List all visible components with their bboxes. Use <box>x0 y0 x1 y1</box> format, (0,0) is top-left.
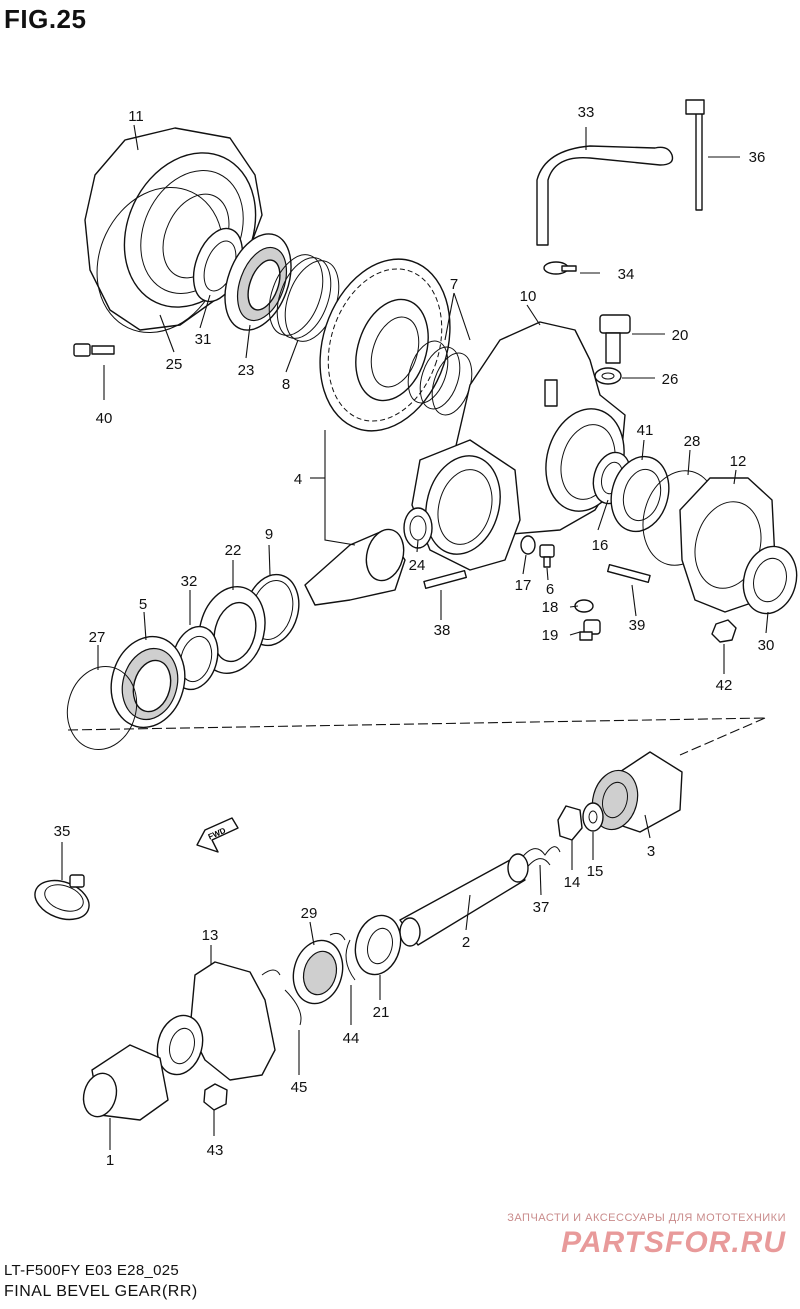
callout-37: 37 <box>533 899 550 916</box>
callout-15: 15 <box>587 863 604 880</box>
part-bolt-40 <box>73 343 115 357</box>
part-plug-19 <box>579 619 601 641</box>
callout-10: 10 <box>520 288 537 305</box>
callout-43: 43 <box>207 1142 224 1159</box>
callout-1: 1 <box>106 1152 114 1169</box>
part-seal-30 <box>742 545 798 615</box>
callout-8: 8 <box>282 376 290 393</box>
callout-41: 41 <box>637 422 654 439</box>
callout-45: 45 <box>291 1079 308 1096</box>
part-nut-43 <box>203 1083 228 1111</box>
part-hose-33 <box>536 145 674 246</box>
callout-39: 39 <box>629 617 646 634</box>
group-divider-line <box>67 717 766 731</box>
callout-32: 32 <box>181 573 198 590</box>
callout-38: 38 <box>434 622 451 639</box>
part-bearing-23 <box>224 233 292 331</box>
part-bearing-5 <box>110 635 186 729</box>
callout-26: 26 <box>662 371 679 388</box>
part-nut-14 <box>557 805 583 841</box>
callout-44: 44 <box>343 1030 360 1047</box>
part-breather-36 <box>685 99 705 211</box>
callout-22: 22 <box>225 542 242 559</box>
callout-3: 3 <box>647 843 655 860</box>
callout-29: 29 <box>301 905 318 922</box>
part-washer-17 <box>520 535 536 555</box>
part-bearing-21 <box>354 914 402 976</box>
callout-11: 11 <box>128 108 144 125</box>
part-housing-13 <box>156 961 276 1081</box>
callout-5: 5 <box>139 596 147 613</box>
part-pinion-shaft <box>304 528 406 606</box>
callout-12: 12 <box>730 453 747 470</box>
callout-25: 25 <box>166 356 183 373</box>
callout-31: 31 <box>195 331 212 348</box>
callout-13: 13 <box>202 927 219 944</box>
section-title: FINAL BEVEL GEAR(RR) <box>4 1283 198 1300</box>
callout-2: 2 <box>462 934 470 951</box>
part-o-ring-27 <box>66 665 138 751</box>
callout-7: 7 <box>450 276 458 293</box>
part-shims-8 <box>268 254 340 342</box>
callout-4: 4 <box>294 471 302 488</box>
part-joint-1 <box>82 1044 169 1121</box>
part-stud-38 <box>423 569 468 589</box>
part-circlip-45 <box>261 969 302 1026</box>
callout-35: 35 <box>54 823 71 840</box>
callout-27: 27 <box>89 629 106 646</box>
callout-labels: 11 25 31 23 8 40 7 10 33 36 34 20 26 4 2… <box>54 104 775 1169</box>
part-plug-6 <box>539 544 555 568</box>
part-washer-15 <box>582 802 604 832</box>
part-bearing-3 <box>591 751 683 833</box>
callout-36: 36 <box>749 149 766 166</box>
callout-19: 19 <box>542 627 559 644</box>
watermark-brand: PARTSFOR.RU <box>561 1226 786 1259</box>
fwd-arrow-icon: FWD <box>196 817 239 853</box>
part-bearing-41 <box>610 455 670 533</box>
callout-34: 34 <box>618 266 635 283</box>
part-shaft-2 <box>399 853 529 947</box>
callout-20: 20 <box>672 327 689 344</box>
part-circlip-44 <box>329 932 356 981</box>
part-ring-gear-4 <box>319 258 451 432</box>
leader-lines <box>61 124 769 1150</box>
callout-18: 18 <box>542 599 559 616</box>
callout-40: 40 <box>96 410 113 427</box>
callout-28: 28 <box>684 433 701 450</box>
part-clamp-35 <box>34 874 90 921</box>
part-bearing-29 <box>292 939 344 1005</box>
callout-42: 42 <box>716 677 733 694</box>
watermark: ЗАПЧАСТИ И АКСЕССУАРЫ ДЛЯ МОТОТЕХНИКИ PA… <box>507 1212 786 1260</box>
watermark-tagline: ЗАПЧАСТИ И АКСЕССУАРЫ ДЛЯ МОТОТЕХНИКИ <box>507 1212 786 1224</box>
callout-24: 24 <box>409 557 426 574</box>
part-case-flange <box>411 439 521 571</box>
callout-6: 6 <box>546 581 554 598</box>
group-divider-diagonal <box>679 717 766 756</box>
part-stud-39 <box>606 563 651 583</box>
part-nut-42 <box>711 619 737 643</box>
part-clamp-34 <box>543 261 577 275</box>
callout-17: 17 <box>515 577 532 594</box>
model-code: LT-F500FY E03 E28_025 <box>4 1262 180 1279</box>
part-bolt-20 <box>599 314 631 364</box>
part-washer-26 <box>594 367 622 385</box>
callout-16: 16 <box>592 537 609 554</box>
callout-23: 23 <box>238 362 255 379</box>
callout-14: 14 <box>564 874 581 891</box>
callout-21: 21 <box>373 1004 390 1021</box>
figure-title: FIG.25 <box>4 4 87 34</box>
callout-33: 33 <box>578 104 595 121</box>
callout-9: 9 <box>265 526 273 543</box>
callout-30: 30 <box>758 637 775 654</box>
